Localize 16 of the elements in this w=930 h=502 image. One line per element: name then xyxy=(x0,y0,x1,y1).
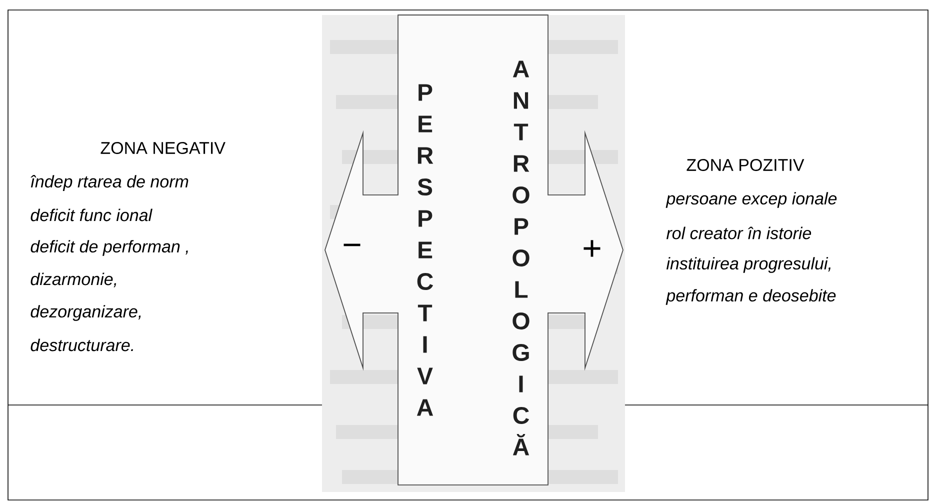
plus-sign: + xyxy=(584,240,600,257)
zone-item: deficit func ional xyxy=(30,208,152,222)
zone-item: instituirea progresului, xyxy=(666,257,830,273)
zone-heading: ZONA POZITIV xyxy=(686,158,804,171)
zone-item: performan e deosebite xyxy=(666,289,836,305)
zone-item: rol creator în istorie xyxy=(666,226,812,240)
vertical-text: PERSPECTIVA xyxy=(416,84,434,416)
zone-heading: ZONA NEGATIV xyxy=(100,142,226,154)
zone-item: îndep rtarea de norm xyxy=(30,175,188,191)
vertical-text: ANTROPOLOGICĂ xyxy=(512,60,530,456)
minus-sign: − xyxy=(344,244,360,246)
zone-item: destructurare. xyxy=(30,338,133,352)
zone-item: dizarmonie, xyxy=(30,272,116,288)
zone-item: dezorganizare, xyxy=(30,305,141,321)
zone-item: persoane excep ionale xyxy=(666,192,837,208)
zone-item: deficit de performan , xyxy=(30,240,188,256)
